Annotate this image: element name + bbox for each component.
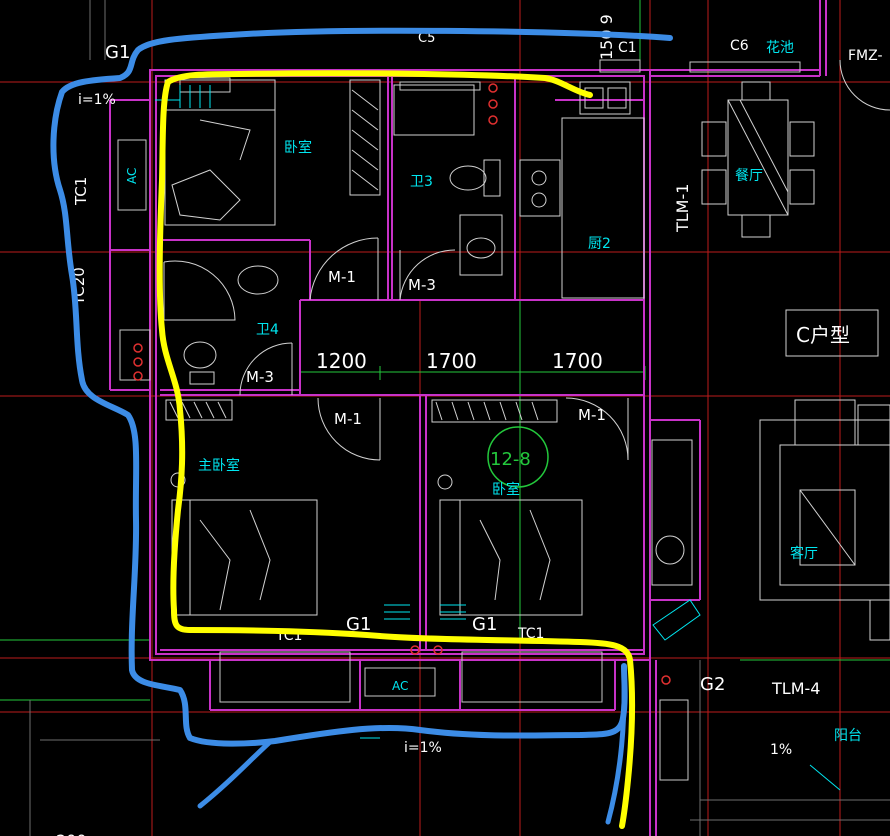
label-bottom-left-partial: 200 [56,831,87,836]
windows [117,59,801,781]
label-tc1-left: TC1 [72,177,90,206]
label-master-bedroom: 主卧室 [198,457,240,474]
label-ac-left: AC [125,168,139,184]
label-g1-b: G1 [472,614,497,635]
dimension-lines [0,0,890,701]
label-bath3: 卫3 [410,174,433,190]
label-balcony: 阳台 [834,728,862,744]
label-section-mark: 12-8 [490,449,531,470]
yellow-highlight-outline [156,70,636,829]
label-dim-3: 1700 [552,349,603,373]
label-dim-2: 1700 [426,349,477,373]
label-top-left-window: G1 [105,42,130,63]
label-bath4: 卫4 [256,322,279,338]
blue-highlight-outline [50,27,673,747]
label-c1: C1 [618,40,637,56]
label-living-room: 客厅 [790,545,818,562]
fixture-markers [133,83,671,685]
label-door-m1-a: M-1 [328,268,356,286]
label-tlm1: TLM-1 [673,184,692,233]
blue-pointer-stroke-2 [605,669,627,825]
label-door-m1-b: M-1 [334,410,362,428]
label-door-m1-c: M-1 [578,406,606,424]
label-slope-balcony: 1% [770,742,792,758]
label-dining: 餐厅 [735,168,763,184]
furniture [163,79,890,641]
label-g1-a: G1 [346,614,371,635]
label-c6: C6 [730,38,749,54]
label-bedroom-top: 卧室 [284,139,312,156]
label-door-m3-b: M-3 [246,368,274,386]
label-c5: C5 [418,31,435,46]
label-slope-top: i=1% [78,92,116,108]
section-circle [487,426,549,488]
label-garden: 花池 [766,40,794,56]
reference-lines [29,0,890,836]
label-g2: G2 [700,674,725,695]
label-ac-bottom: AC [392,679,408,693]
label-bedroom-mid: 卧室 [492,481,520,498]
walls [109,0,827,836]
unit-type-box [785,309,879,357]
label-unit-type: C户型 [796,323,850,347]
label-door-m3-a: M-3 [408,276,436,294]
label-slope-bottom: i=1% [404,740,442,756]
label-tlm4: TLM-4 [771,679,820,698]
door-swings [239,59,890,461]
cyan-symbols [155,85,841,791]
label-kitchen2: 厨2 [588,236,611,252]
label-dim-1: 1200 [316,349,367,373]
label-fmz: FMZ- [848,48,883,64]
blue-pointer-stroke [197,739,273,809]
